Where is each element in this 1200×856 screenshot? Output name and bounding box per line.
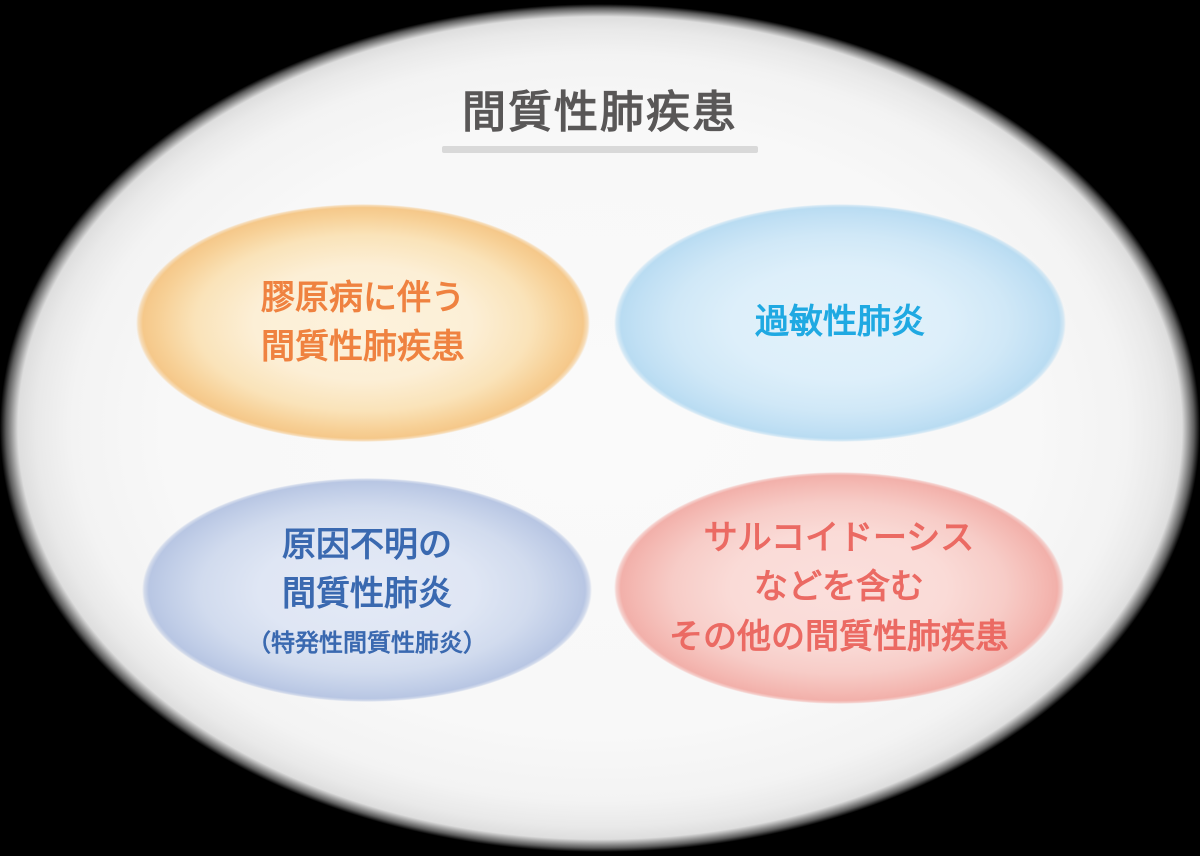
bubble-idiopathic-interstitial-pneumonia: 原因不明の 間質性肺炎 （特発性間質性肺炎）	[142, 478, 592, 702]
bubble-label-line: 間質性肺疾患	[261, 328, 465, 366]
bubble-label-line: などを含む	[754, 568, 924, 607]
bubble-hypersensitivity-pneumonitis: 過敏性肺炎	[614, 204, 1066, 442]
bubble-other-ild: サルコイドーシス などを含む その他の間質性肺疾患	[614, 472, 1064, 704]
bubble-label-line: 原因不明の	[282, 526, 452, 565]
bubble-label-line: その他の間質性肺疾患	[669, 617, 1009, 656]
bubble-sub-label: （特発性間質性肺炎）	[247, 629, 487, 657]
bubble-label-line: 過敏性肺炎	[755, 303, 925, 342]
bubble-label-line: サルコイドーシス	[703, 519, 975, 558]
bubble-collagen-ild: 膠原病に伴う 間質性肺疾患	[136, 204, 590, 442]
interstitial-lung-disease-outer-ellipse	[0, 4, 1200, 852]
diagram-title: 間質性肺疾患	[462, 88, 738, 137]
bubble-label-line: 膠原病に伴う	[261, 278, 465, 317]
bubble-label-line: 間質性肺炎	[282, 575, 452, 614]
diagram-title-block: 間質性肺疾患	[442, 88, 758, 153]
title-underline	[442, 145, 758, 153]
